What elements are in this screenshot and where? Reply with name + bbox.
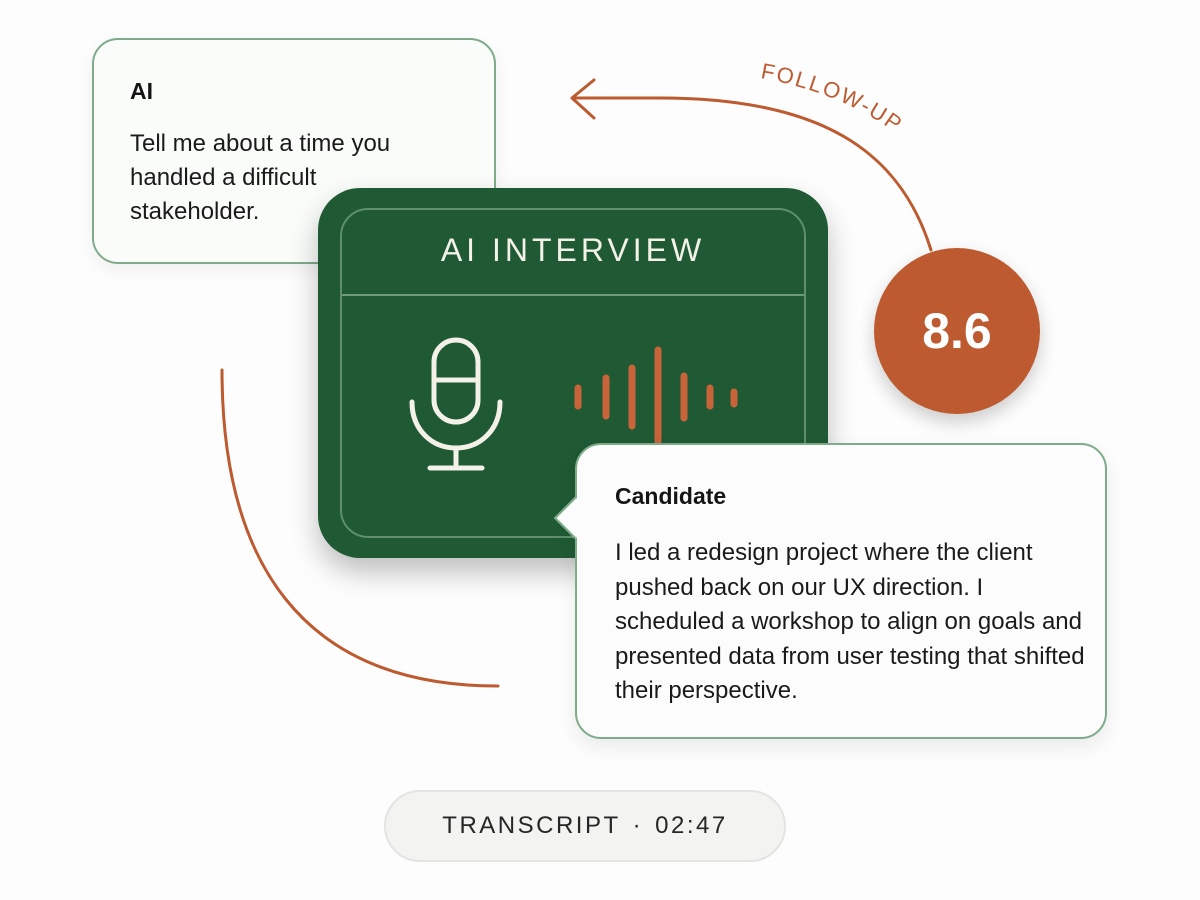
score-badge: 8.6 [874,248,1040,414]
follow-up-arrow-path [572,96,933,252]
transcript-time: 02:47 [655,812,728,839]
score-value: 8.6 [922,303,992,359]
follow-up-label: FOLLOW-UP [759,58,908,137]
candidate-message-bubble: Candidate I led a redesign project where… [553,443,1107,739]
ai-speaker-label: AI [130,78,153,104]
transcript-pill[interactable]: TRANSCRIPT · 02:47 [384,790,786,862]
follow-up-arrow-head [570,78,596,120]
microphone-icon [409,337,503,471]
transcript-label: TRANSCRIPT [442,812,621,839]
transcript-separator: · [632,812,644,839]
interview-card-divider [342,294,804,296]
interview-card-title: AI INTERVIEW [440,232,706,268]
candidate-message-text: I led a redesign project where the clien… [615,539,1085,704]
audio-waveform-icon [574,346,738,444]
candidate-speaker-label: Candidate [615,483,727,509]
ai-message-text: Tell me about a time you handled a diffi… [130,130,391,225]
left-connector-arc [220,368,500,688]
